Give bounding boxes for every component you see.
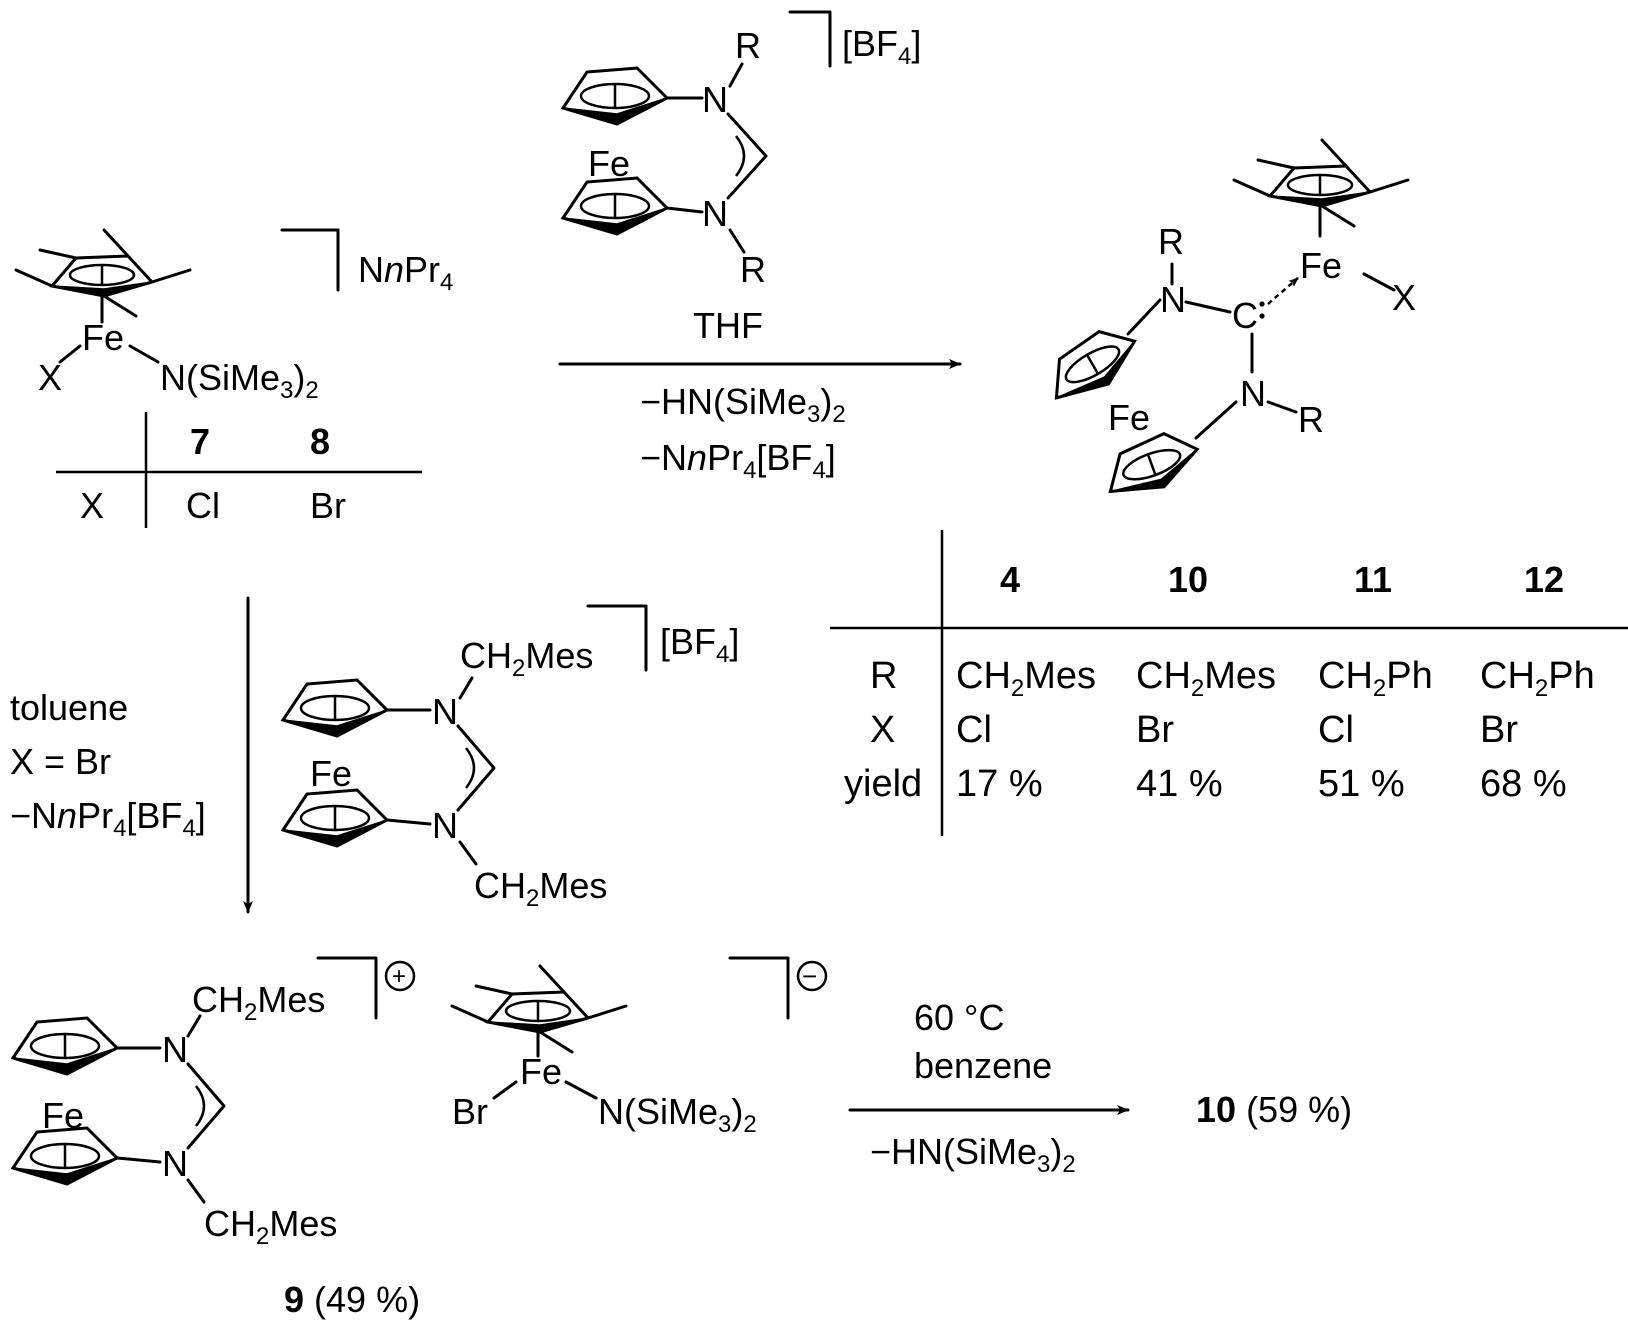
x-10: Br	[1136, 709, 1174, 751]
counterion-label: [BF4]	[842, 23, 921, 70]
yield-11: 51 %	[1318, 763, 1405, 805]
amide-label: N(SiMe3)2	[160, 357, 319, 404]
salt-9-anion: Fe Br N(SiMe3)2 −	[450, 956, 828, 1138]
product-10-label: 10 (59 %)	[1196, 1089, 1352, 1130]
ch2mes-bottom: CH2Mes	[204, 1203, 337, 1250]
compound-9-label: 9 (49 %)	[284, 1279, 420, 1320]
r-10: CH2Mes	[1136, 655, 1276, 702]
r-label-bottom: R	[1298, 399, 1324, 440]
fe-label-ferrocene: Fe	[1108, 397, 1150, 438]
row-label-r: R	[870, 655, 897, 697]
row-label-x: X	[870, 709, 895, 751]
compound-7: 7	[190, 421, 210, 462]
cation-label: NnPr4	[358, 249, 453, 296]
r-12: CH2Ph	[1480, 655, 1595, 702]
charge-plus: +	[392, 963, 406, 990]
ch2mes-top: CH2Mes	[192, 979, 325, 1026]
start-table: 7 8 X Cl Br	[56, 412, 422, 528]
carbene-c: C	[1232, 295, 1258, 336]
row-label-x: X	[80, 485, 104, 526]
halide-label: X	[1392, 277, 1416, 318]
n-label-bottom: N	[162, 1143, 188, 1184]
value-8: Br	[310, 485, 346, 526]
condition-x: X = Br	[10, 741, 111, 782]
fe-label: Fe	[588, 143, 630, 184]
compound-10: 10	[1168, 559, 1208, 600]
condition-solvent: benzene	[914, 1045, 1052, 1086]
n-label-bottom: N	[702, 193, 728, 234]
n-label-bottom: N	[1240, 373, 1266, 414]
n-label-top: N	[162, 1029, 188, 1070]
condition-temp: 60 °C	[914, 997, 1004, 1038]
r-4: CH2Mes	[956, 655, 1096, 702]
product-table: 4 10 11 12 R X yield CH2Mes CH2Mes CH2Ph…	[830, 530, 1628, 836]
r-label-top: R	[735, 25, 761, 66]
x-12: Br	[1480, 709, 1518, 751]
halide-label: X	[38, 357, 62, 398]
yield-12: 68 %	[1480, 763, 1567, 805]
row-label-yield: yield	[844, 763, 922, 805]
compound-12: 12	[1524, 559, 1564, 600]
reagent-mes: Fe N N CH2Mes CH2Mes [BF4]	[281, 604, 739, 912]
r-11: CH2Ph	[1318, 655, 1433, 702]
product-carbene: Fe X C N R N R Fe	[1054, 138, 1416, 494]
compound-11: 11	[1354, 559, 1392, 600]
byproduct-1: −HN(SiMe3)2	[640, 381, 846, 428]
byproduct-3: −HN(SiMe3)2	[870, 1131, 1076, 1178]
ch2mes-top: CH2Mes	[460, 635, 593, 682]
compound-8: 8	[310, 421, 330, 462]
counterion-label: [BF4]	[660, 621, 739, 668]
n-label-bottom: N	[432, 805, 458, 846]
fe-label: Fe	[42, 1095, 84, 1136]
condition-byproduct: −NnPr4[BF4]	[10, 795, 206, 842]
start-complex: Fe X N(SiMe3)2 NnPr4	[14, 228, 453, 404]
fe-label: Fe	[82, 317, 124, 358]
salt-9-cation: Fe N N CH2Mes CH2Mes +	[11, 956, 416, 1250]
x-11: Cl	[1318, 709, 1354, 751]
yield-10: 41 %	[1136, 763, 1223, 805]
byproduct-2: −NnPr4[BF4]	[640, 437, 836, 484]
x-4: Cl	[956, 709, 992, 751]
fe-label-top: Fe	[1300, 245, 1342, 286]
n-label-top: N	[432, 691, 458, 732]
ch2mes-bottom: CH2Mes	[474, 865, 607, 912]
charge-minus: −	[802, 961, 817, 991]
n-label-top: N	[702, 79, 728, 120]
fe-label: Fe	[310, 753, 352, 794]
condition-toluene: toluene	[10, 687, 128, 728]
compound-4: 4	[1000, 559, 1020, 600]
solvent-label: THF	[693, 305, 763, 346]
r-label-bottom: R	[740, 249, 766, 290]
yield-4: 17 %	[956, 763, 1043, 805]
br-label: Br	[452, 1091, 488, 1132]
top-reagent: Fe N N R R [BF4] THF	[561, 10, 921, 346]
amide-label: N(SiMe3)2	[598, 1091, 757, 1138]
r-label-top: R	[1158, 221, 1184, 262]
fe-label-anion: Fe	[520, 1051, 562, 1092]
value-7: Cl	[186, 485, 220, 526]
n-label-top: N	[1160, 279, 1186, 320]
